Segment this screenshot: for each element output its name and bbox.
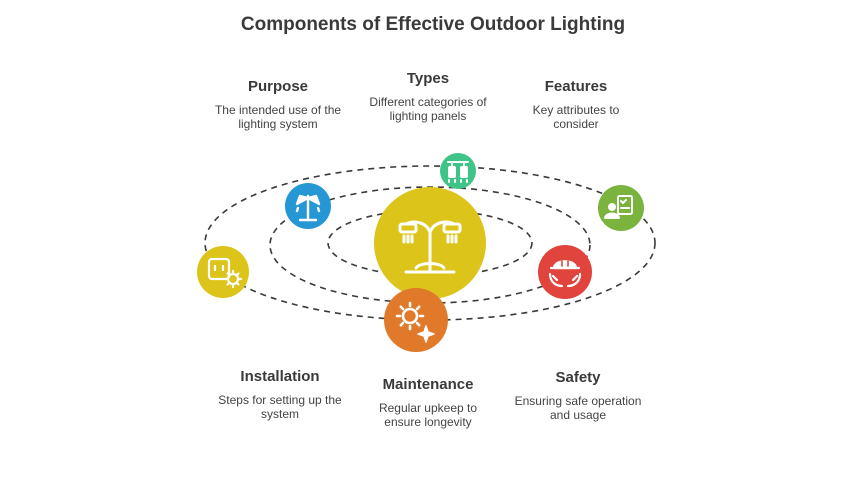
maintenance-heading: Maintenance	[382, 376, 474, 393]
features-desc-line1: Key attributes to	[532, 103, 620, 117]
street-lamp-icon	[295, 194, 321, 222]
safety-heading: Safety	[555, 369, 601, 386]
socket-gear-icon	[207, 257, 243, 289]
safety-desc-line2: and usage	[549, 408, 607, 422]
installation-desc-line1: Steps for setting up the	[218, 393, 342, 407]
safety-desc-line1: Ensuring safe operation	[514, 394, 642, 408]
center-node	[374, 187, 486, 299]
hardhat-hands-icon	[548, 260, 582, 288]
purpose-description: The intended use of the lighting system	[188, 103, 368, 131]
safety-description: Ensuring safe operation and usage	[488, 394, 668, 422]
checklist-icon	[604, 195, 633, 219]
features-desc-line2: consider	[553, 117, 599, 131]
types-circle	[440, 153, 476, 189]
purpose-desc-line2: lighting system	[238, 117, 318, 131]
types-description: Different categories of lighting panels	[338, 95, 518, 123]
purpose-desc-line1: The intended use of the	[214, 103, 342, 117]
label-features: Features Key attributes to consider	[486, 78, 666, 131]
safety-node	[538, 245, 592, 299]
installation-node	[197, 246, 249, 298]
types-heading: Types	[406, 70, 450, 87]
label-maintenance: Maintenance Regular upkeep to ensure lon…	[338, 376, 518, 429]
types-desc-line1: Different categories of	[369, 95, 487, 109]
label-types: Types Different categories of lighting p…	[338, 70, 518, 123]
features-node	[598, 185, 644, 231]
installation-description: Steps for setting up the system	[190, 393, 370, 421]
safety-circle	[538, 245, 592, 299]
features-heading: Features	[544, 78, 608, 95]
installation-heading: Installation	[240, 368, 320, 385]
maintenance-node	[384, 288, 448, 352]
label-safety: Safety Ensuring safe operation and usage	[488, 369, 668, 422]
maintenance-desc-line2: ensure longevity	[384, 415, 472, 429]
types-node	[440, 153, 476, 189]
label-installation: Installation Steps for setting up the sy…	[190, 368, 370, 421]
maintenance-desc-line1: Regular upkeep to	[378, 401, 478, 415]
outer-orbit	[204, 165, 656, 321]
installation-circle	[197, 246, 249, 298]
panel-lights-icon	[447, 161, 469, 183]
gears-icon	[395, 301, 435, 343]
purpose-heading: Purpose	[247, 78, 308, 95]
label-purpose: Purpose The intended use of the lighting…	[188, 78, 368, 131]
purpose-node	[285, 183, 331, 229]
types-desc-line2: lighting panels	[389, 109, 467, 123]
features-description: Key attributes to consider	[486, 103, 666, 131]
maintenance-description: Regular upkeep to ensure longevity	[338, 401, 518, 429]
outdoor-lamp-icon	[398, 220, 462, 274]
installation-desc-line2: system	[260, 407, 299, 421]
diagram-title: Components of Effective Outdoor Lighting	[240, 14, 626, 35]
